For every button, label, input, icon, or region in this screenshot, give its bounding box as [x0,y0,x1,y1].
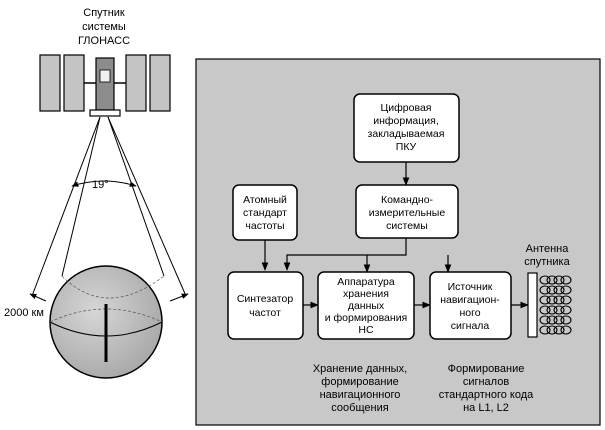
antenna-coil [553,315,565,325]
caption-storage: Хранение данных, формирование навигацион… [313,363,407,414]
block-storage: Аппаратура хранения данных и формировани… [317,271,415,340]
svg-text:Формирование: Формирование [448,363,525,375]
svg-text:измерительные: измерительные [369,207,446,219]
block-synthesizer: Синтезатор частот [227,271,304,340]
svg-text:частоты: частоты [245,220,284,232]
connectors [261,162,529,309]
antenna-coil [553,275,565,285]
antenna-coil [553,295,565,305]
satellite-title-line: Спутник [83,7,125,19]
svg-text:спутника: спутника [524,256,570,268]
antenna-coil [560,275,572,285]
satellite-icon [39,54,171,117]
antenna-coil [546,285,558,295]
antenna-coil [546,275,558,285]
svg-text:сообщения: сообщения [331,402,388,414]
svg-text:Командно-: Командно- [381,194,434,206]
block-atomic-standard: Атомный стандарт частоты [232,184,298,241]
satellite-title-line: ГЛОНАСС [78,35,130,47]
svg-text:закладываемая: закладываемая [368,128,445,140]
svg-text:Синтезатор: Синтезатор [237,293,294,305]
svg-text:Антенна: Антенна [526,243,570,255]
antenna-coil [560,315,572,325]
svg-text:и формирования: и формирования [325,312,408,324]
distance-arrow-right [169,293,189,302]
svg-text:Источник: Источник [448,281,493,293]
antenna-coil [539,275,551,285]
antenna-coil [546,295,558,305]
svg-text:формирование: формирование [321,376,398,388]
antenna-coil [546,315,558,325]
svg-text:стандартного кода: стандартного кода [439,389,534,401]
antenna-coil [539,315,551,325]
svg-text:информация,: информация, [373,115,439,127]
svg-text:системы: системы [386,220,428,232]
distance-arrow-left [29,293,47,302]
svg-text:сигналов: сигналов [463,376,510,388]
angle-label: 19° [92,179,109,191]
svg-text:навигацион-: навигацион- [440,294,500,306]
svg-text:частот: частот [249,307,281,319]
antenna-coil [560,285,572,295]
block-digital-info: Цифровая информация, закладываемая ПКУ [353,93,460,163]
caption-source: Формирование сигналов стандартного кода … [439,363,534,414]
antenna-coil [539,295,551,305]
antenna-coil [553,285,565,295]
antenna-coil [553,305,565,315]
antenna-coil [539,325,551,335]
antenna-coil [553,325,565,335]
block-command-systems: Командно- измерительные системы [355,184,459,239]
antenna-coil [560,305,572,315]
antenna-coil [560,295,572,305]
svg-text:Атомный: Атомный [243,194,287,206]
svg-text:ПКУ: ПКУ [396,141,417,153]
svg-text:Хранение данных,: Хранение данных, [313,363,407,375]
antenna-coil [546,325,558,335]
antenna-coil [546,305,558,315]
satellite-title: Спутник системы ГЛОНАСС [78,7,130,47]
coverage-beams [31,116,187,297]
svg-text:НС: НС [358,324,374,336]
earth-globe [49,265,165,379]
distance-label: 2000 км [4,307,44,319]
svg-text:Цифровая: Цифровая [381,102,432,114]
svg-text:хранения: хранения [343,288,389,300]
svg-text:сигнала: сигнала [451,320,490,332]
svg-text:на L1, L2: на L1, L2 [463,402,509,414]
satellite-title-line: системы [82,21,126,33]
svg-text:ного: ного [459,307,480,319]
svg-text:навигационного: навигационного [320,389,401,401]
block-signal-source: Источник навигацион- ного сигнала [429,271,512,340]
svg-text:стандарт: стандарт [243,207,287,219]
svg-text:Аппаратура: Аппаратура [337,276,395,288]
antenna-coil [560,325,572,335]
antenna-icon [527,272,572,338]
svg-text:данных: данных [348,300,385,312]
antenna-coil [539,285,551,295]
angle-arc [71,180,137,187]
antenna-label: Антенна спутника [524,243,570,268]
antenna-coil [539,305,551,315]
